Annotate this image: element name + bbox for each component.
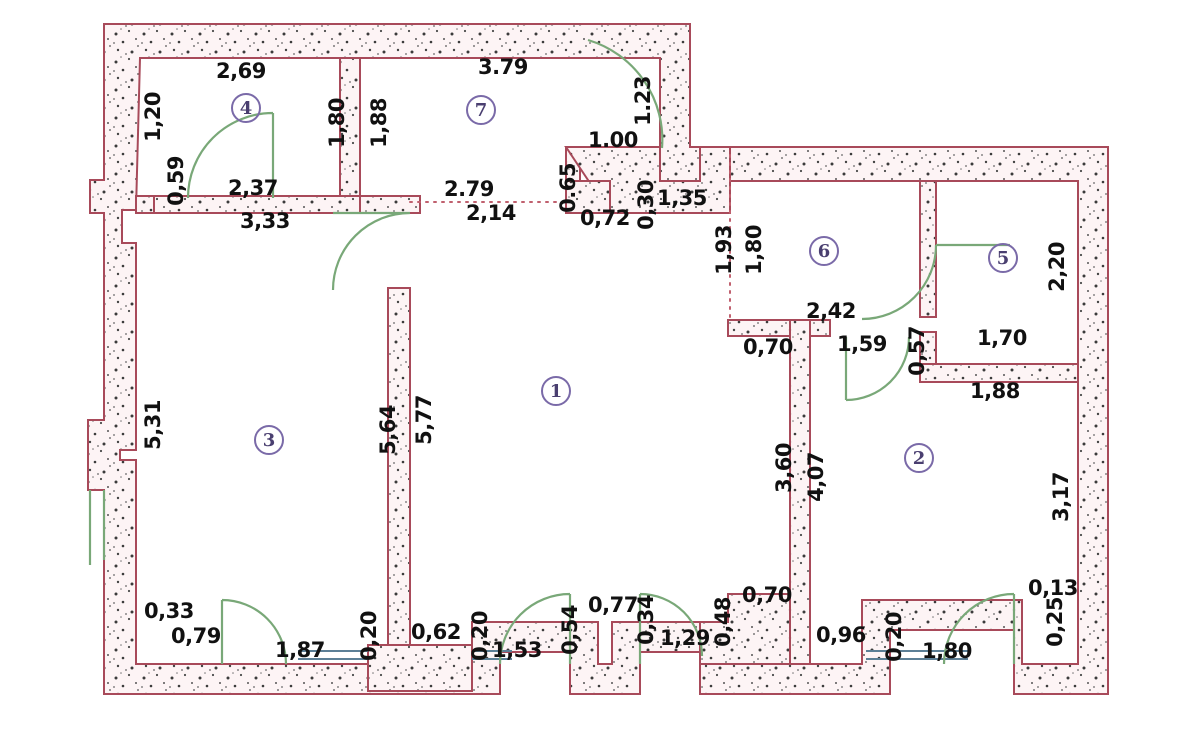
room-number-4[interactable]: 4 — [231, 93, 261, 123]
dimension-label: 1.23 — [631, 76, 655, 126]
dimension-label: 3,33 — [240, 209, 290, 233]
room-number-3[interactable]: 3 — [254, 425, 284, 455]
dimension-label: 0,33 — [144, 599, 194, 623]
dimension-label: 5,77 — [412, 395, 436, 445]
door-room3-upper — [331, 211, 411, 291]
dimension-label: 0,13 — [1028, 576, 1078, 600]
door-room1-left — [498, 592, 572, 665]
dimension-label: 1,80 — [922, 639, 972, 663]
dimension-label: 1,20 — [141, 92, 165, 142]
door-room3-lower — [220, 598, 288, 665]
dimension-label: 1,88 — [367, 98, 391, 148]
dimension-label: 0,20 — [882, 612, 906, 662]
dimension-label: 1,87 — [275, 638, 325, 662]
wall-central-vertical — [387, 287, 411, 665]
wall-room4-stub — [135, 195, 155, 214]
dimension-label: 3,60 — [772, 443, 796, 493]
dimension-label: 0,59 — [164, 156, 188, 206]
dimension-label: 1,70 — [977, 326, 1027, 350]
dimension-label: 1,29 — [660, 626, 710, 650]
dimension-label: 1,80 — [325, 98, 349, 148]
dimension-label: 0,72 — [580, 206, 630, 230]
dimension-label: 0,20 — [357, 611, 381, 661]
dimension-label: 0,48 — [711, 597, 735, 647]
dimension-label: 0,54 — [558, 605, 582, 655]
dimension-lines-group — [409, 154, 731, 321]
dimension-label: 0,25 — [1043, 597, 1067, 647]
dimension-label: 1,80 — [742, 225, 766, 275]
dimension-label: 5,31 — [141, 400, 165, 450]
door-entry — [587, 38, 664, 149]
outline-room5 — [936, 180, 1079, 365]
window-group — [298, 650, 968, 660]
dimension-label: 0,20 — [468, 611, 492, 661]
dimension-label: 0,70 — [742, 583, 792, 607]
door-room2 — [942, 592, 1016, 665]
door-bath — [638, 592, 704, 664]
dimension-label: 2,69 — [216, 59, 266, 83]
dimension-label: 3.79 — [478, 55, 528, 79]
dimension-label: 0,57 — [905, 326, 929, 376]
wall-bottom-pocket — [699, 593, 791, 665]
dimension-label: 2,20 — [1045, 242, 1069, 292]
dimension-label: 1,59 — [837, 332, 887, 356]
room-number-7[interactable]: 7 — [466, 95, 496, 125]
dimension-label: 1,53 — [492, 638, 542, 662]
dimension-label: 2.79 — [444, 177, 494, 201]
dimension-label: 1,93 — [712, 225, 736, 275]
room-number-1[interactable]: 1 — [541, 376, 571, 406]
dimension-label: 2,42 — [806, 299, 856, 323]
dimension-label: 3,17 — [1049, 472, 1073, 522]
door-group — [88, 38, 1016, 665]
interior-walls-group — [135, 57, 1079, 692]
dimension-label: 0,34 — [634, 595, 658, 645]
wall-window-pier — [367, 644, 473, 692]
room-number-5[interactable]: 5 — [988, 243, 1018, 273]
dimension-label: 1,35 — [657, 186, 707, 210]
wall-room7-bottom — [359, 195, 421, 214]
wall-room5-jamb — [919, 331, 937, 365]
wall-room5-left — [919, 180, 937, 318]
dimension-label: 2,14 — [466, 201, 516, 225]
dimension-label: 1,88 — [970, 379, 1020, 403]
wall-vestibule-lower — [565, 180, 611, 214]
dimension-label: 4,07 — [804, 452, 828, 502]
dimension-label: 0,79 — [171, 624, 221, 648]
dimension-label: 0.65 — [556, 163, 580, 213]
dimension-label: 0,30 — [634, 180, 658, 230]
dimension-label: 0,96 — [816, 623, 866, 647]
dimension-label: 0,70 — [743, 335, 793, 359]
door-room6 — [844, 336, 911, 402]
dimension-label: 0,62 — [411, 620, 461, 644]
dimension-label: 0,77 — [588, 593, 638, 617]
dimension-label: 2,37 — [228, 176, 278, 200]
wall-room6-room2 — [789, 319, 811, 665]
room-number-2[interactable]: 2 — [904, 443, 934, 473]
perimeter-wall — [87, 23, 1109, 695]
wall-mass-group — [87, 23, 1109, 695]
room-number-6[interactable]: 6 — [809, 236, 839, 266]
dimension-label: 5,64 — [376, 405, 400, 455]
dimension-label: 1.00 — [588, 128, 638, 152]
